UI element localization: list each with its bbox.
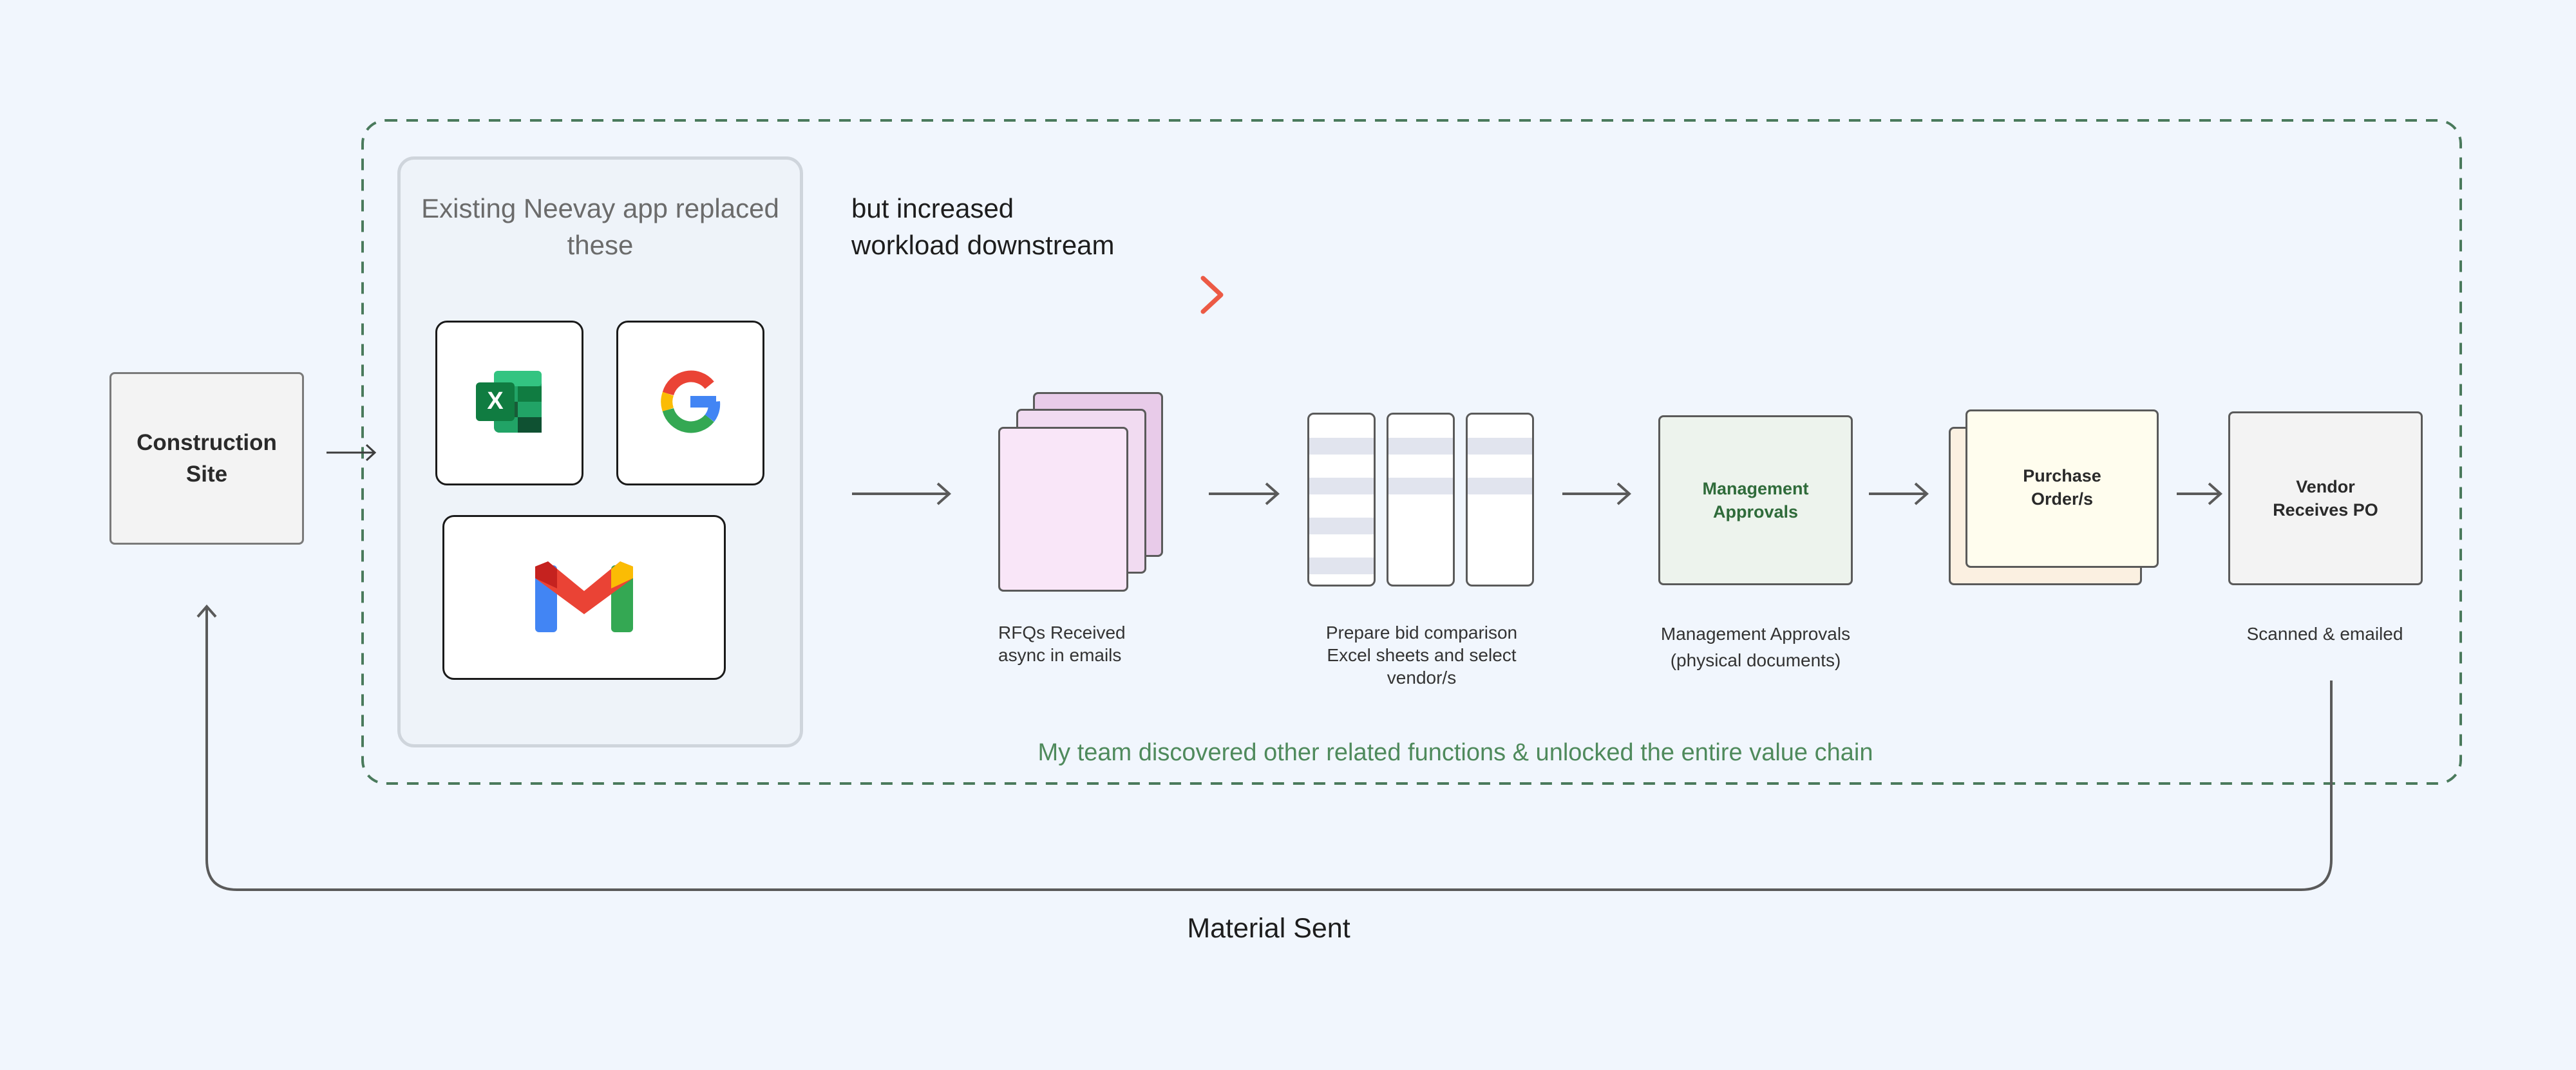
construction-site-box: Construction Site — [109, 372, 304, 545]
svg-text:X: X — [487, 388, 504, 415]
bid-sheet-column — [1466, 413, 1534, 587]
team-note: My team discovered other related functio… — [1037, 739, 1873, 766]
google-icon — [658, 370, 723, 437]
purchase-order-front — [1965, 409, 2159, 568]
vendor-caption: Scanned & emailed — [2246, 624, 2403, 644]
approval-caption-line2: (physical documents) — [1670, 650, 1841, 670]
approval-caption-line1: Management Approvals — [1660, 624, 1851, 644]
approval-box-line2: Approvals — [1712, 502, 1799, 521]
rfq-caption-line1: RFQs Received — [998, 623, 1126, 643]
arrow-apps-to-rfq — [852, 482, 952, 505]
arrow-po-to-vendor — [2177, 482, 2223, 505]
management-approvals-box: Management Approvals — [1658, 415, 1853, 585]
arrow-approval-to-po — [1869, 482, 1929, 505]
rfq-caption-line2: async in emails — [998, 645, 1122, 665]
workload-arrow — [854, 276, 1224, 314]
rfq-caption: RFQs Received async in emails — [998, 621, 1166, 666]
workload-note: but increased workload downstream — [851, 191, 1212, 263]
approval-box-line1: Management — [1702, 478, 1809, 498]
workload-note-line2: workload downstream — [851, 229, 1115, 260]
excel-icon: X — [475, 370, 544, 437]
replaced-apps-title: Existing Neevay app replaced these — [421, 193, 779, 260]
bid-caption-line1: Prepare bid comparison — [1325, 623, 1518, 643]
gmail-icon — [534, 559, 634, 637]
po-box-line2: Order/s — [2031, 489, 2094, 509]
excel-tile: X — [435, 321, 583, 485]
bid-sheet-column — [1307, 413, 1376, 587]
bid-caption-line2: Excel sheets and select — [1327, 645, 1517, 665]
google-tile — [616, 321, 764, 485]
bid-sheet-column — [1387, 413, 1455, 587]
bid-caption: Prepare bid comparison Excel sheets and … — [1301, 621, 1542, 689]
vendor-box: Vendor Receives PO — [2228, 411, 2423, 585]
arrow-rfq-to-bid — [1209, 482, 1280, 505]
gmail-tile — [442, 515, 726, 680]
arrow-site-to-apps — [327, 444, 377, 462]
vendor-box-line2: Receives PO — [2273, 500, 2378, 520]
approval-caption: Management Approvals (physical documents… — [1636, 621, 1875, 673]
material-loop-arrow — [196, 604, 2333, 891]
material-sent-label: Material Sent — [1187, 913, 1350, 944]
arrow-bid-to-approval — [1562, 482, 1632, 505]
po-box-line1: Purchase — [2023, 465, 2101, 485]
rfq-doc-front — [998, 427, 1128, 592]
purchase-order-label: Purchase Order/s — [1965, 407, 2159, 568]
vendor-box-line1: Vendor — [2296, 476, 2355, 496]
construction-site-label: Construction Site — [137, 430, 277, 487]
bid-caption-line3: vendor/s — [1387, 668, 1457, 688]
workload-note-line1: but increased — [851, 193, 1014, 223]
